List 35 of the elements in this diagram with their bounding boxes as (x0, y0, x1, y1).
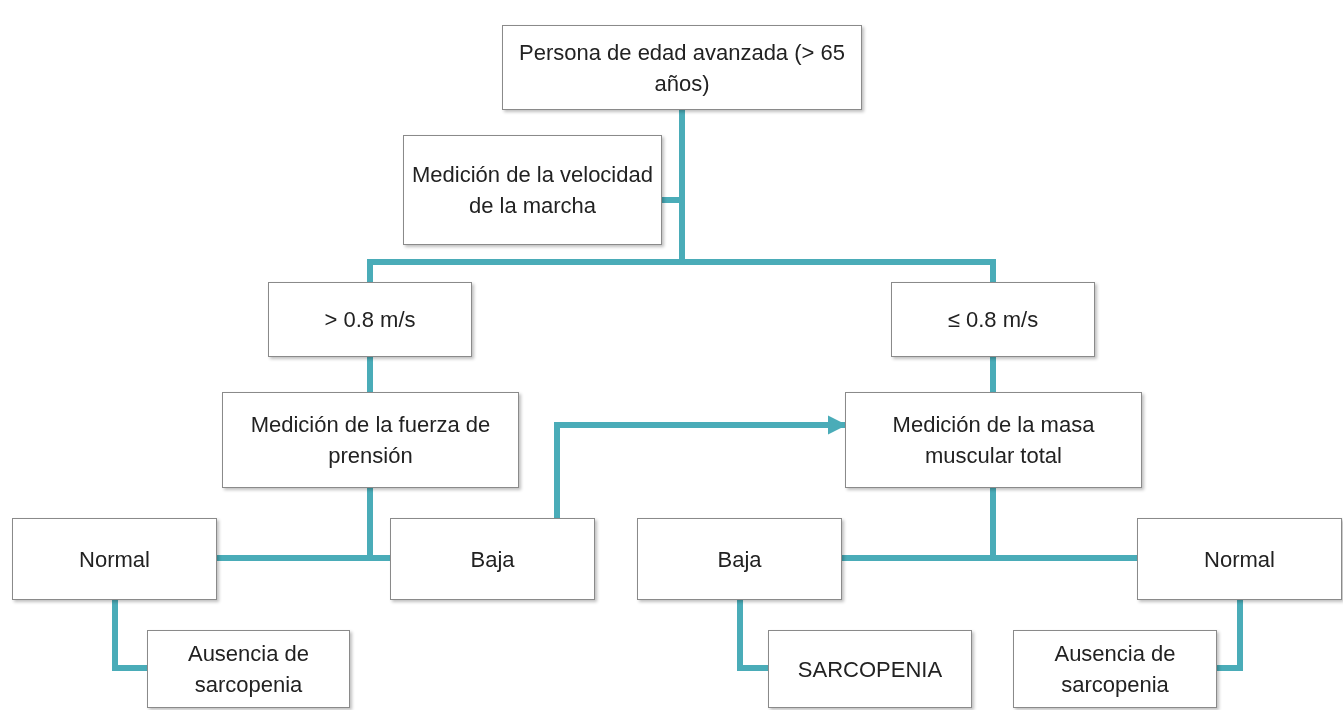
process-box (1013, 630, 1217, 708)
connector-line (112, 600, 147, 671)
process-box (390, 518, 595, 600)
process-box (891, 282, 1095, 357)
box-label: Medición de la velocidad de la marcha (411, 161, 654, 220)
box-label: Baja (717, 545, 762, 574)
process-box (768, 630, 972, 708)
process-box (1137, 518, 1342, 600)
box-label: Normal (79, 545, 150, 574)
connector-line (1217, 600, 1243, 671)
process-box (268, 282, 472, 357)
box-label: Baja (470, 545, 515, 574)
process-box (502, 25, 862, 110)
box-label: > 0.8 m/s (324, 306, 416, 334)
box-label: Normal (1204, 545, 1275, 574)
box-label: ≤ 0.8 m/s (947, 306, 1039, 334)
connector-line (990, 357, 996, 392)
process-box (147, 630, 350, 708)
box-label: Medición de la fuerza de prensión (249, 411, 492, 470)
process-box (637, 518, 842, 600)
box-label: Ausencia de sarcopenia (1053, 640, 1177, 699)
process-box (845, 392, 1142, 488)
box-label: Ausencia de sarcopenia (186, 640, 311, 699)
process-box (403, 135, 662, 245)
arrow (554, 415, 847, 518)
box-label: Persona de edad avanzada (> 65 años) (518, 38, 846, 98)
box-label: Medición de la masa muscular total (891, 411, 1096, 470)
process-box (12, 518, 217, 600)
connector-line (679, 110, 996, 282)
connector-line (737, 600, 768, 671)
connector-line (367, 488, 390, 561)
connector-line (990, 488, 1137, 561)
process-box (222, 392, 519, 488)
connector-line (367, 357, 373, 392)
box-label: SARCOPENIA (797, 655, 943, 684)
